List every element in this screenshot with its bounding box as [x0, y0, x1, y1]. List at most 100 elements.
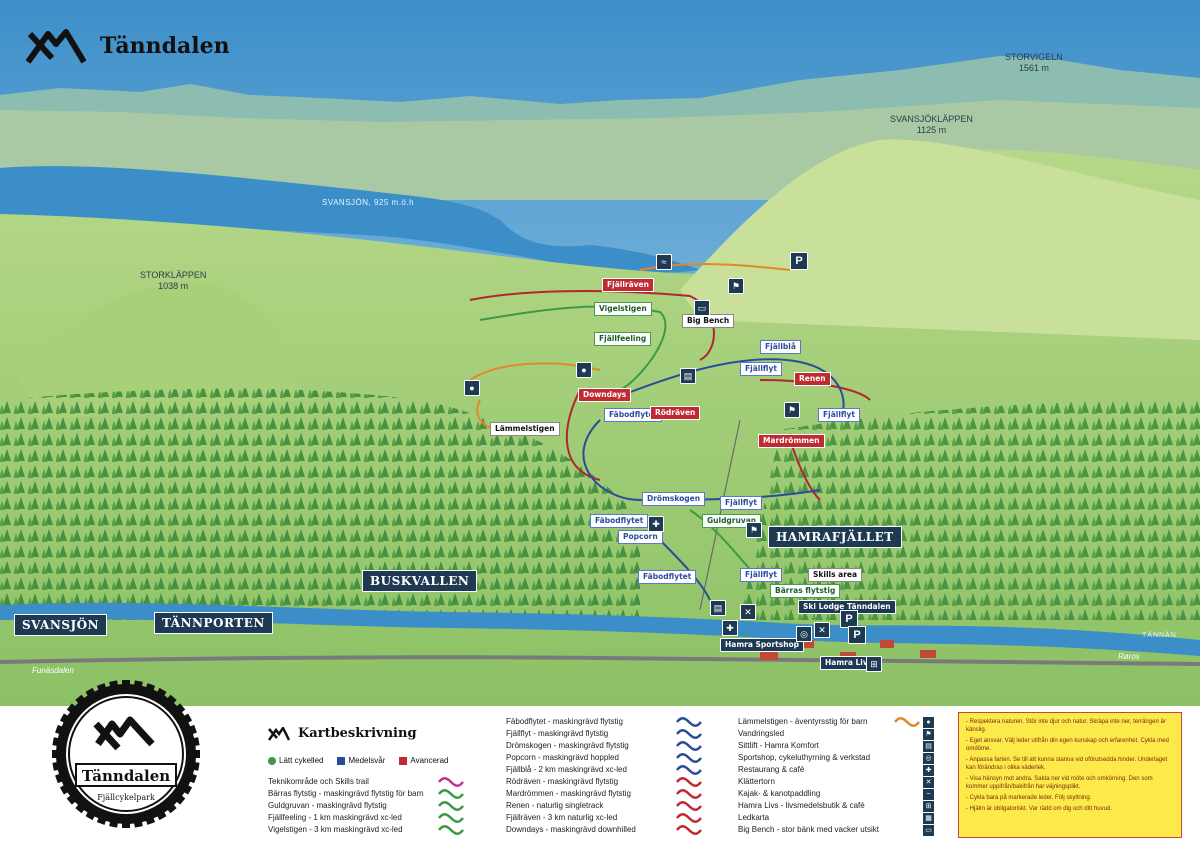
trail-label[interactable]: Downdays	[578, 388, 632, 402]
tools-icon[interactable]: ✕	[814, 622, 830, 638]
cart-icon[interactable]: ⊞	[866, 656, 882, 672]
gear-tooth	[144, 812, 156, 825]
trail-label[interactable]: Drömskogen	[642, 492, 706, 506]
legend-row: Ledkarta▦	[738, 812, 934, 824]
hiker-icon[interactable]: ⚑	[784, 402, 800, 418]
difficulty-label: Lätt cykelled	[279, 756, 324, 765]
legend-row-label: Fjällfeeling - 1 km maskingrävd xc-led	[268, 813, 402, 822]
peak-storklappen: STORKLÄPPEN 1038 m	[140, 270, 206, 292]
legend-row-label: Guldgruvan - maskingrävd flytstig	[268, 801, 387, 810]
trail-swatch-icon	[438, 777, 464, 787]
trail-label[interactable]: Mardrömmen	[758, 434, 825, 448]
legend-row: Sittlift - Hamra Komfort▤	[738, 740, 934, 752]
legend-row: Big Bench - stor bänk med vacker utsikt▭	[738, 824, 934, 836]
climbing-icon[interactable]: ✕	[740, 604, 756, 620]
bike-icon: ◎	[923, 752, 934, 764]
peak-elevation: 1038 m	[158, 281, 189, 291]
legend-row-label: Hamra Livs - livsmedelsbutik & café	[738, 801, 865, 810]
trail-swatch-icon	[676, 813, 702, 823]
paw-icon[interactable]: ●	[576, 362, 592, 378]
legend-row-symbols	[676, 789, 702, 799]
difficulty-medium: Medelsvår	[337, 756, 385, 765]
trail-swatch-icon	[676, 789, 702, 799]
trail-label[interactable]: Rödräven	[650, 406, 701, 420]
cutlery-icon[interactable]: ✚	[722, 620, 738, 636]
legend-row-symbols	[438, 801, 464, 811]
trail-label[interactable]: Bärras flytstig	[770, 584, 841, 598]
trail-label[interactable]: Vigelstigen	[594, 302, 652, 316]
legend-row-label: Popcorn - maskingrävd hoppled	[506, 753, 619, 762]
legend-row: Popcorn - maskingrävd hoppled	[506, 752, 702, 764]
parking-icon[interactable]: P	[848, 626, 866, 644]
legend-title-text: Kartbeskrivning	[298, 726, 417, 741]
area-buskvallen: BUSKVALLEN	[362, 570, 478, 592]
badge-subtitle: Fjällcykelpark	[97, 793, 155, 802]
badge-title: Tänndalen	[82, 767, 170, 785]
trail-label[interactable]: Big Bench	[682, 314, 735, 328]
trail-label[interactable]: Skills area	[808, 568, 863, 582]
gear-tooth	[184, 772, 197, 784]
legend-row-symbols	[438, 789, 464, 799]
gear-tooth	[133, 816, 143, 828]
trail-label[interactable]: Fjällflyt	[818, 408, 860, 422]
legend-row: Fäbodflytet - maskingrävd flytstig	[506, 716, 702, 728]
kayak-icon: ~	[923, 788, 934, 800]
legend-row-label: Ledkarta	[738, 813, 770, 822]
legend-row: Vandringsled ⚑	[738, 728, 934, 740]
trail-label[interactable]: Fjällflyt	[720, 496, 762, 510]
poi-label[interactable]: Hamra Sportshop	[720, 638, 805, 652]
gear-tooth	[55, 772, 68, 784]
rule-item: - Hjälm är obligatoriskt. Var rädd om di…	[966, 806, 1112, 812]
gear-tooth	[109, 680, 119, 692]
hiker-icon[interactable]: ⚑	[746, 522, 762, 538]
trail-label[interactable]: Fäbodflytet	[638, 570, 697, 584]
parking-icon[interactable]: P	[790, 252, 808, 270]
trail-label[interactable]: Fjällfeeling	[594, 332, 652, 346]
legend-row: Klättertorn✕	[738, 776, 934, 788]
lift-icon[interactable]: ▤	[680, 368, 696, 384]
legend-row-label: Vandringsled	[738, 729, 785, 738]
gear-tooth	[144, 683, 156, 696]
legend-row: Fjällfeeling - 1 km maskingrävd xc-led	[268, 812, 464, 824]
difficulty-easy: Lätt cykelled	[268, 756, 323, 765]
legend-row-label: Drömskogen - maskingrävd flytstig	[506, 741, 629, 750]
gear-tooth	[122, 680, 130, 690]
legend-row: Lämmelstigen - äventyrsstig för barn●	[738, 716, 934, 728]
bike-icon[interactable]: ◎	[796, 626, 812, 642]
peak-name: STORVIGELN	[1005, 52, 1063, 62]
rule-item: - Eget ansvar. Välj leder utifrån din eg…	[966, 738, 1169, 752]
hiker-icon[interactable]: ⚑	[728, 278, 744, 294]
gear-tooth	[190, 750, 200, 758]
trail-label[interactable]: Fjällblå	[760, 340, 801, 354]
trail-label[interactable]: Popcorn	[618, 530, 663, 544]
gear-tooth	[154, 807, 167, 821]
trail-label[interactable]: Fjällflyt	[740, 362, 782, 376]
trail-label[interactable]: Fjällflyt	[740, 568, 782, 582]
trail-swatch-icon	[676, 777, 702, 787]
gear-tooth	[122, 818, 130, 828]
gear-tooth	[96, 683, 108, 696]
green-circle-icon	[268, 756, 276, 765]
swim-icon[interactable]: ≈	[656, 254, 672, 270]
cutlery-icon[interactable]: ✚	[648, 516, 664, 532]
trail-swatch-icon	[676, 801, 702, 811]
legend-row: Renen - naturlig singletrack	[506, 800, 702, 812]
trail-label[interactable]: Fäbodflytet	[590, 514, 649, 528]
legend-row-label: Sportshop, cykeluthyrning & verkstad	[738, 753, 871, 762]
bench-icon[interactable]: ▭	[694, 300, 710, 316]
difficulty-label: Avancerad	[410, 756, 449, 765]
trail-swatch-icon	[438, 789, 464, 799]
legend-row-symbols	[438, 813, 464, 823]
legend-row: Guldgruvan - maskingrävd flytstig	[268, 800, 464, 812]
paw-icon[interactable]: ●	[464, 380, 480, 396]
legend-row-symbols: ▭	[923, 824, 934, 836]
trail-label[interactable]: Renen	[794, 372, 831, 386]
legend-row-symbols	[676, 717, 702, 727]
hiker-icon: ⚑	[923, 728, 934, 740]
trail-label[interactable]: Lämmelstigen	[490, 422, 560, 436]
legend-row-symbols	[676, 753, 702, 763]
lift-icon[interactable]: ▤	[710, 600, 726, 616]
rule-item: - Cykla bara på markerade leder. Följ sk…	[966, 795, 1092, 801]
legend-row-symbols: ✚	[923, 764, 934, 776]
trail-label[interactable]: Fjällräven	[602, 278, 654, 292]
